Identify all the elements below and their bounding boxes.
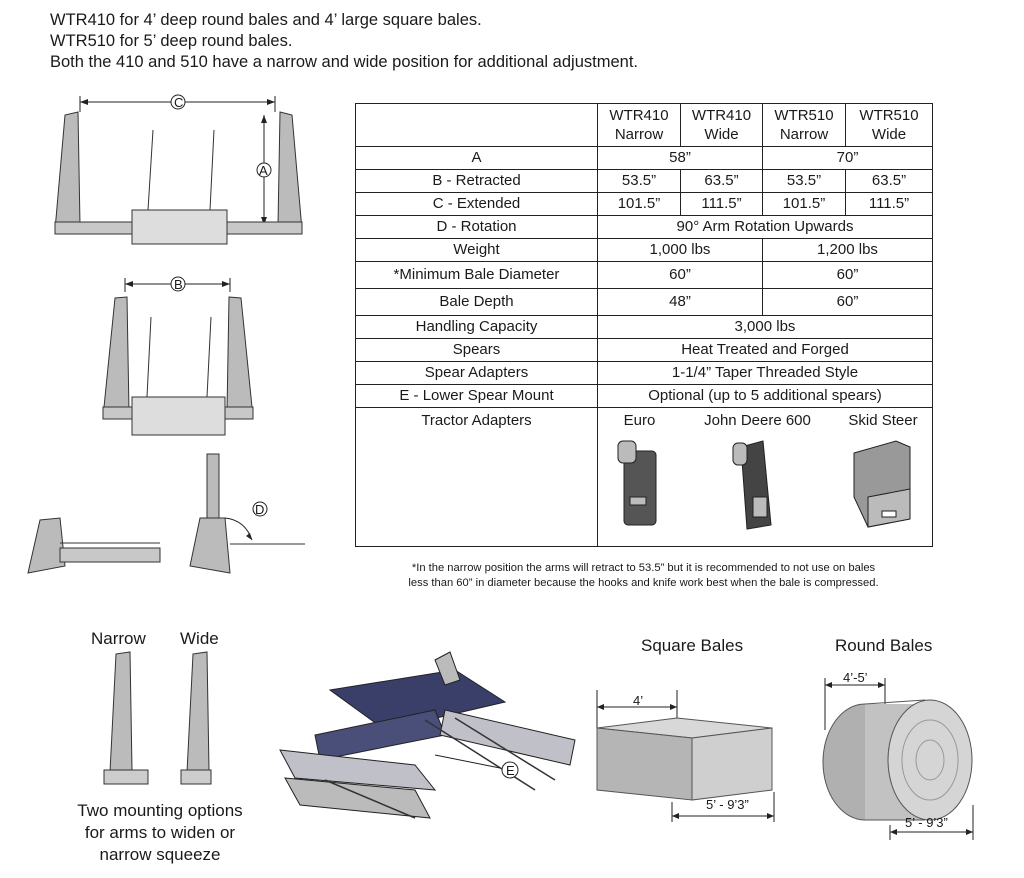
top-view-extended-drawing (54, 94, 303, 245)
side-view-rotation-drawing (27, 453, 305, 574)
cell-value: 58” (597, 146, 763, 170)
cell-value: 111.5” (845, 192, 933, 216)
header-empty-cell (355, 103, 598, 147)
table-footnote: *In the narrow position the arms will re… (355, 561, 932, 591)
table-row: Spear Adapters 1-1/4” Taper Threaded Sty… (355, 361, 933, 385)
skid-steer-adapter-icon (853, 440, 911, 528)
assembly-3d-drawing (279, 651, 576, 819)
adapter-jd-label: John Deere 600 (704, 412, 811, 429)
cell-value: 1,200 lbs (762, 238, 933, 262)
cell-value: 90° Arm Rotation Upwards (597, 215, 933, 239)
cell-value: 111.5” (680, 192, 763, 216)
row-label: Bale Depth (355, 288, 598, 316)
round-bales-title: Round Bales (835, 636, 933, 655)
dimension-d-label: D (255, 502, 265, 517)
footnote-line-2: less than 60” in diameter because the ho… (408, 577, 879, 589)
round-bale-drawing (822, 678, 974, 840)
table-row: E - Lower Spear Mount Optional (up to 5 … (355, 384, 933, 408)
round-bale-diameter-label: 5’ - 9’3” (905, 815, 948, 830)
row-label: Spears (355, 338, 598, 362)
intro-text: WTR410 for 4’ deep round bales and 4’ la… (50, 10, 638, 73)
dimension-e-label: E (506, 763, 515, 778)
cell-value: 60” (597, 261, 763, 289)
narrow-arm-drawing (103, 651, 149, 785)
dimension-c-label: C (174, 95, 184, 110)
table-row: *Minimum Bale Diameter 60” 60” (355, 261, 933, 289)
intro-line-1: WTR410 for 4’ deep round bales and 4’ la… (50, 11, 482, 29)
square-bales-title: Square Bales (641, 636, 744, 655)
adapter-skid-steer: Skid Steer (848, 411, 918, 532)
table-row: D - Rotation 90° Arm Rotation Upwards (355, 215, 933, 239)
row-label: Handling Capacity (355, 315, 598, 339)
cell-value: Heat Treated and Forged (597, 338, 933, 362)
row-label: C - Extended (355, 192, 598, 216)
square-bale-length-label: 5’ - 9’3” (706, 797, 749, 812)
table-row: Tractor Adapters Euro John Deere 600 (355, 407, 933, 547)
table-row: Weight 1,000 lbs 1,200 lbs (355, 238, 933, 262)
cell-value: 63.5” (845, 169, 933, 193)
table-row: Handling Capacity 3,000 lbs (355, 315, 933, 339)
john-deere-adapter-icon (732, 440, 772, 530)
row-label: *Minimum Bale Diameter (355, 261, 598, 289)
cell-value: 60” (762, 261, 933, 289)
adapter-skid-label: Skid Steer (848, 412, 918, 429)
cell-value: 3,000 lbs (597, 315, 933, 339)
wide-arm-drawing (180, 651, 212, 785)
row-label: A (355, 146, 598, 170)
footnote-line-1: *In the narrow position the arms will re… (411, 562, 876, 574)
euro-adapter-icon (617, 440, 657, 526)
table-row: B - Retracted 53.5” 63.5” 53.5” 63.5” (355, 169, 933, 193)
table-row: C - Extended 101.5” 111.5” 101.5” 111.5” (355, 192, 933, 216)
cell-value: Optional (up to 5 additional spears) (597, 384, 933, 408)
intro-line-3: Both the 410 and 510 have a narrow and w… (50, 53, 638, 71)
row-label: D - Rotation (355, 215, 598, 239)
table-row: Bale Depth 48” 60” (355, 288, 933, 316)
adapter-john-deere-600: John Deere 600 (704, 411, 811, 532)
intro-line-2: WTR510 for 5’ deep round bales. (50, 32, 293, 50)
cell-value: 101.5” (597, 192, 681, 216)
adapter-euro: Euro (612, 411, 667, 532)
cell-value: 101.5” (762, 192, 846, 216)
square-bale-depth-label: 4’ (633, 693, 644, 708)
row-label: E - Lower Spear Mount (355, 384, 598, 408)
dimension-a-label: A (259, 163, 268, 178)
dimension-b-label: B (174, 277, 183, 292)
row-label: Tractor Adapters (355, 407, 598, 547)
cell-value: 1,000 lbs (597, 238, 763, 262)
narrow-label: Narrow (91, 629, 146, 648)
cell-value: 53.5” (597, 169, 681, 193)
cell-value: 1-1/4” Taper Threaded Style (597, 361, 933, 385)
cell-value: 60” (762, 288, 933, 316)
square-bale-drawing (596, 690, 775, 822)
cell-value: 70” (762, 146, 933, 170)
cell-value: 53.5” (762, 169, 846, 193)
row-label: B - Retracted (355, 169, 598, 193)
top-view-retracted-drawing (102, 276, 254, 436)
row-label: Weight (355, 238, 598, 262)
round-bale-depth-label: 4’-5’ (843, 670, 868, 685)
adapter-euro-label: Euro (623, 412, 656, 429)
table-row: Spears Heat Treated and Forged (355, 338, 933, 362)
cell-value: 48” (597, 288, 763, 316)
wide-label: Wide (180, 629, 219, 648)
row-label: Spear Adapters (355, 361, 598, 385)
tractor-adapters-cell: Euro John Deere 600 Sk (597, 407, 933, 547)
cell-value: 63.5” (680, 169, 763, 193)
table-row: A 58” 70” (355, 146, 933, 170)
mounting-caption: Two mounting options for arms to widen o… (77, 801, 243, 864)
